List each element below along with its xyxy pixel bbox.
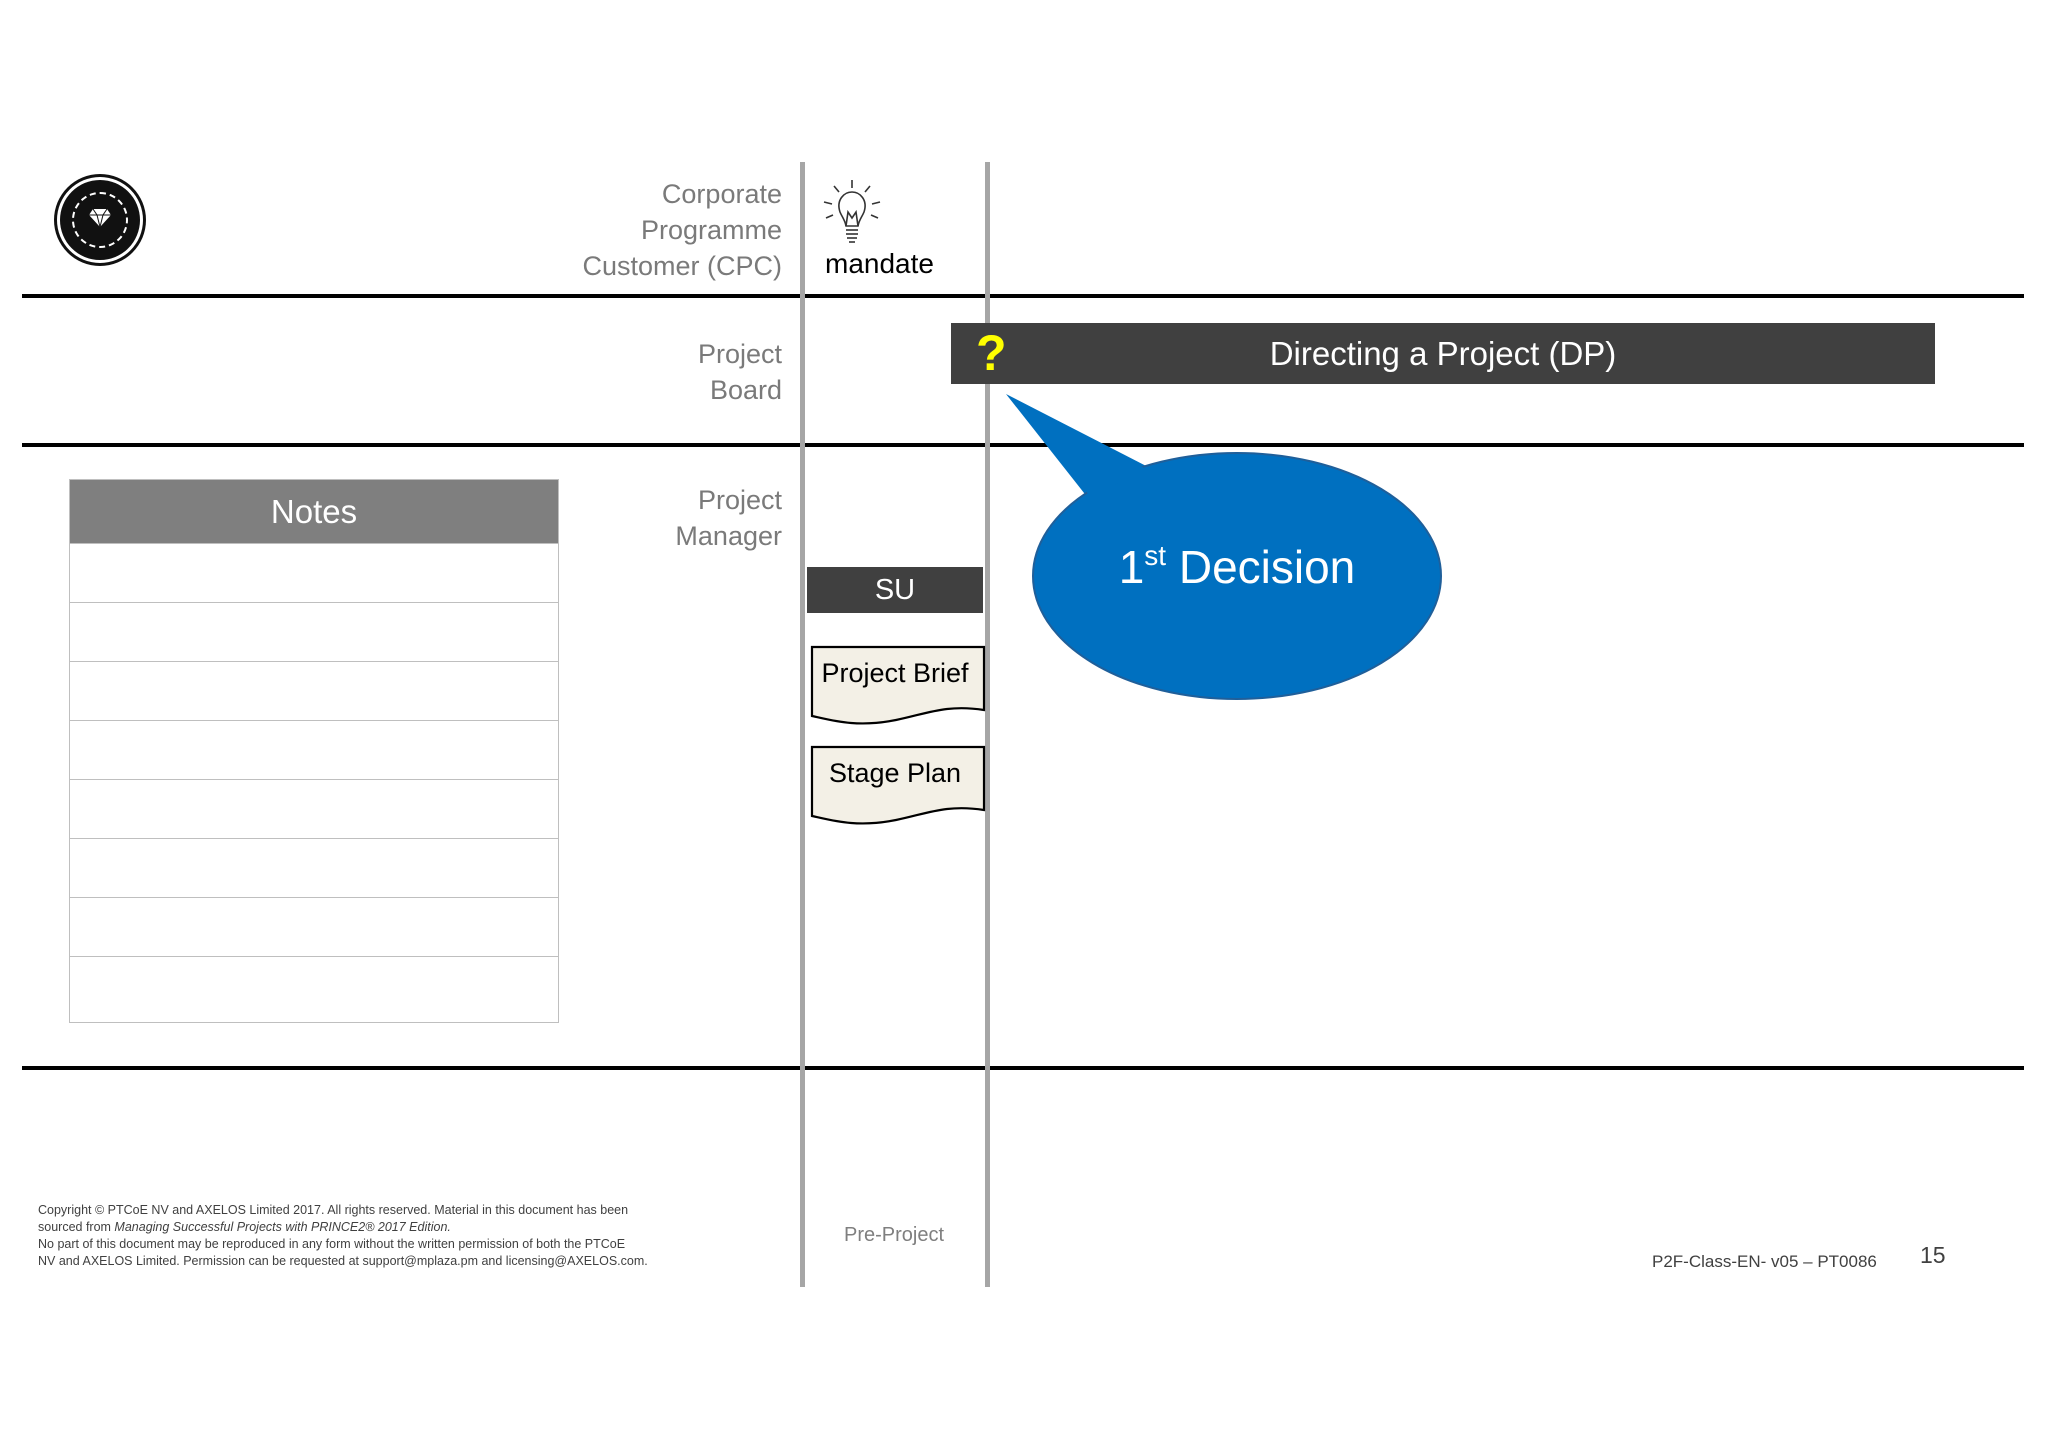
diamond-icon (89, 208, 111, 228)
question-mark: ? (976, 325, 1007, 381)
role-label-project-board: Project Board (697, 339, 782, 405)
notes-row[interactable] (70, 543, 558, 602)
copyright-line-3: No part of this document may be reproduc… (38, 1237, 626, 1251)
decision-speech-bubble (1006, 394, 1442, 700)
decision-word: Decision (1178, 541, 1356, 593)
stage-divider-left (800, 162, 805, 1287)
notes-row[interactable] (70, 838, 558, 897)
notes-row[interactable] (70, 602, 558, 661)
role-label-cpc: Corporate Programme Customer (CPC) (582, 179, 782, 281)
decision-label: 1st Decision (1032, 540, 1442, 594)
lane-divider-board (22, 443, 2024, 447)
mandate-label: mandate (825, 248, 934, 279)
lane-divider-manager (22, 1066, 2024, 1070)
lightbulb-icon (823, 180, 881, 243)
notes-row[interactable] (70, 720, 558, 779)
copyright-line-4: NV and AXELOS Limited. Permission can be… (38, 1254, 648, 1268)
stage-plan-label: Stage Plan (828, 758, 962, 788)
stage-plan-document-shape (810, 745, 986, 825)
ptcoe-logo-icon (60, 180, 140, 260)
document-reference: P2F-Class-EN- v05 – PT0086 (1652, 1252, 1877, 1271)
decision-ordinal-suffix: st (1144, 540, 1167, 571)
copyright-source-prefix: sourced from (38, 1220, 115, 1234)
project-brief-label: Project Brief (821, 658, 969, 688)
project-brief-document-shape (810, 645, 986, 725)
notes-panel: Notes (69, 479, 559, 1023)
copyright-source-title: Managing Successful Projects with PRINCE… (114, 1220, 451, 1234)
logo-ring (72, 192, 128, 248)
copyright-line-2: sourced from Managing Successful Project… (38, 1219, 738, 1236)
copyright-line-1: Copyright © PTCoE NV and AXELOS Limited … (38, 1203, 629, 1217)
decision-number: 1 (1118, 541, 1145, 593)
page-number: 15 (1920, 1242, 1946, 1268)
notes-row[interactable] (70, 897, 558, 956)
stage-divider-right (985, 162, 990, 1287)
starting-up-box: SU (807, 567, 983, 613)
role-label-project-manager: Project Manager (675, 485, 782, 551)
notes-row[interactable] (70, 956, 558, 1015)
notes-row[interactable] (70, 779, 558, 838)
stage-label-pre-project: Pre-Project (844, 1224, 945, 1246)
lane-divider-cpc (22, 294, 2024, 298)
copyright-notice: Copyright © PTCoE NV and AXELOS Limited … (38, 1202, 738, 1270)
notes-header: Notes (70, 480, 558, 543)
dp-bar-label: Directing a Project (DP) (1269, 334, 1617, 372)
notes-row[interactable] (70, 661, 558, 720)
directing-a-project-bar: Directing a Project (DP) (951, 323, 1935, 384)
